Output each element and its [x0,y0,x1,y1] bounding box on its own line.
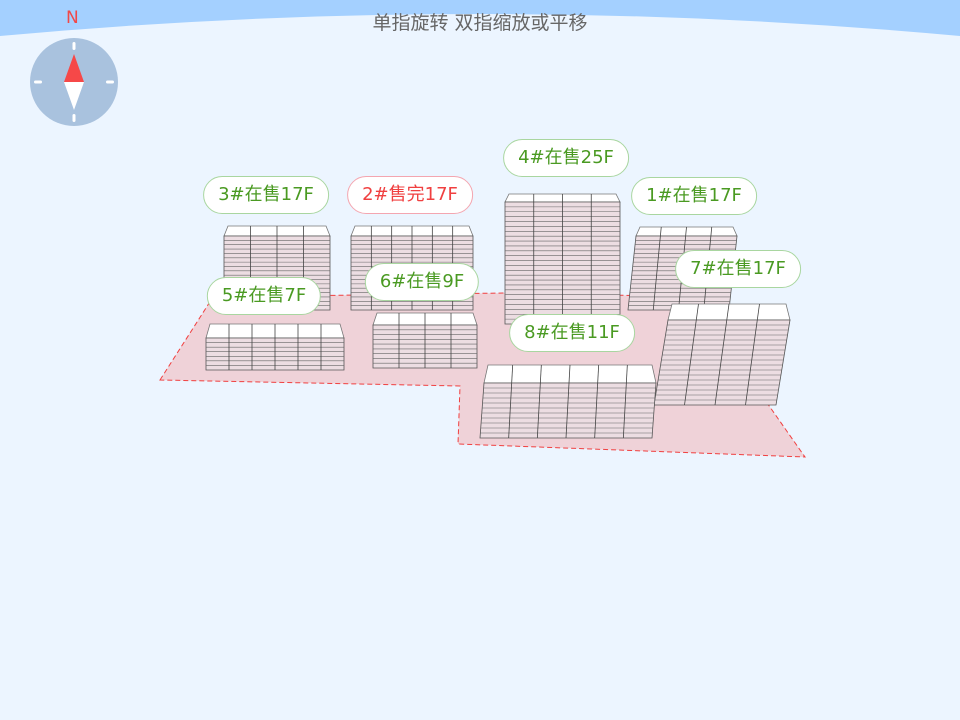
north-label: N [66,8,79,28]
building-label-5[interactable]: 5#在售7F [206,277,322,315]
building-5[interactable] [205,323,345,371]
building-label-8[interactable]: 8#在售11F [509,314,635,352]
building-8[interactable] [479,364,657,439]
compass-icon[interactable] [30,38,118,126]
building-label-6[interactable]: 6#在售9F [364,263,480,301]
gesture-hint: 单指旋转 双指缩放或平移 [372,12,588,34]
building-6[interactable] [372,312,478,369]
building-label-3[interactable]: 3#在售17F [203,176,329,214]
building-label-4[interactable]: 4#在售25F [503,139,629,177]
building-7[interactable] [653,303,791,406]
building-label-1[interactable]: 1#在售17F [631,177,757,215]
building-label-2[interactable]: 2#售完17F [347,176,473,214]
building-label-7[interactable]: 7#在售17F [675,250,801,288]
sky-band [0,0,960,36]
building-4[interactable] [504,193,621,325]
